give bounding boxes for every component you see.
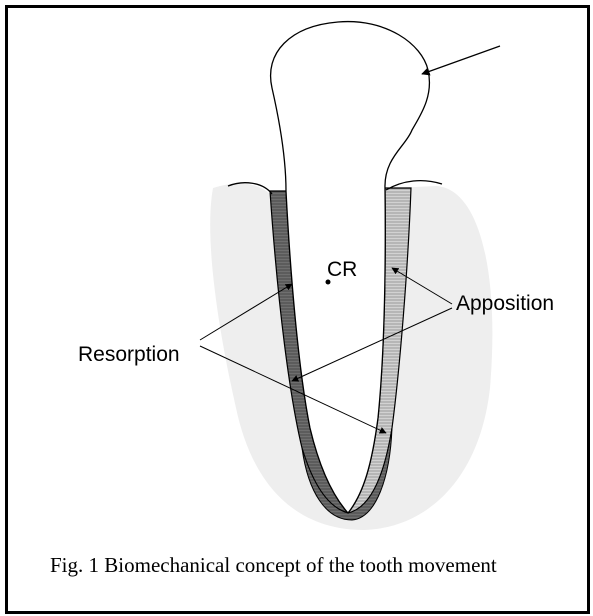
figure-caption: Fig. 1 Biomechanical concept of the toot… bbox=[20, 550, 575, 580]
apposition-label: Apposition bbox=[456, 292, 554, 315]
force-arrow bbox=[422, 46, 500, 74]
tooth-movement-diagram: CR Apposition Resorption bbox=[8, 8, 587, 548]
center-of-resistance-label: CR bbox=[327, 258, 357, 281]
resorption-label: Resorption bbox=[78, 343, 180, 366]
caption-text: Fig. 1 Biomechanical concept of the toot… bbox=[50, 553, 497, 577]
figure-frame: CR Apposition Resorption Fig. 1 Biomecha… bbox=[5, 5, 590, 614]
